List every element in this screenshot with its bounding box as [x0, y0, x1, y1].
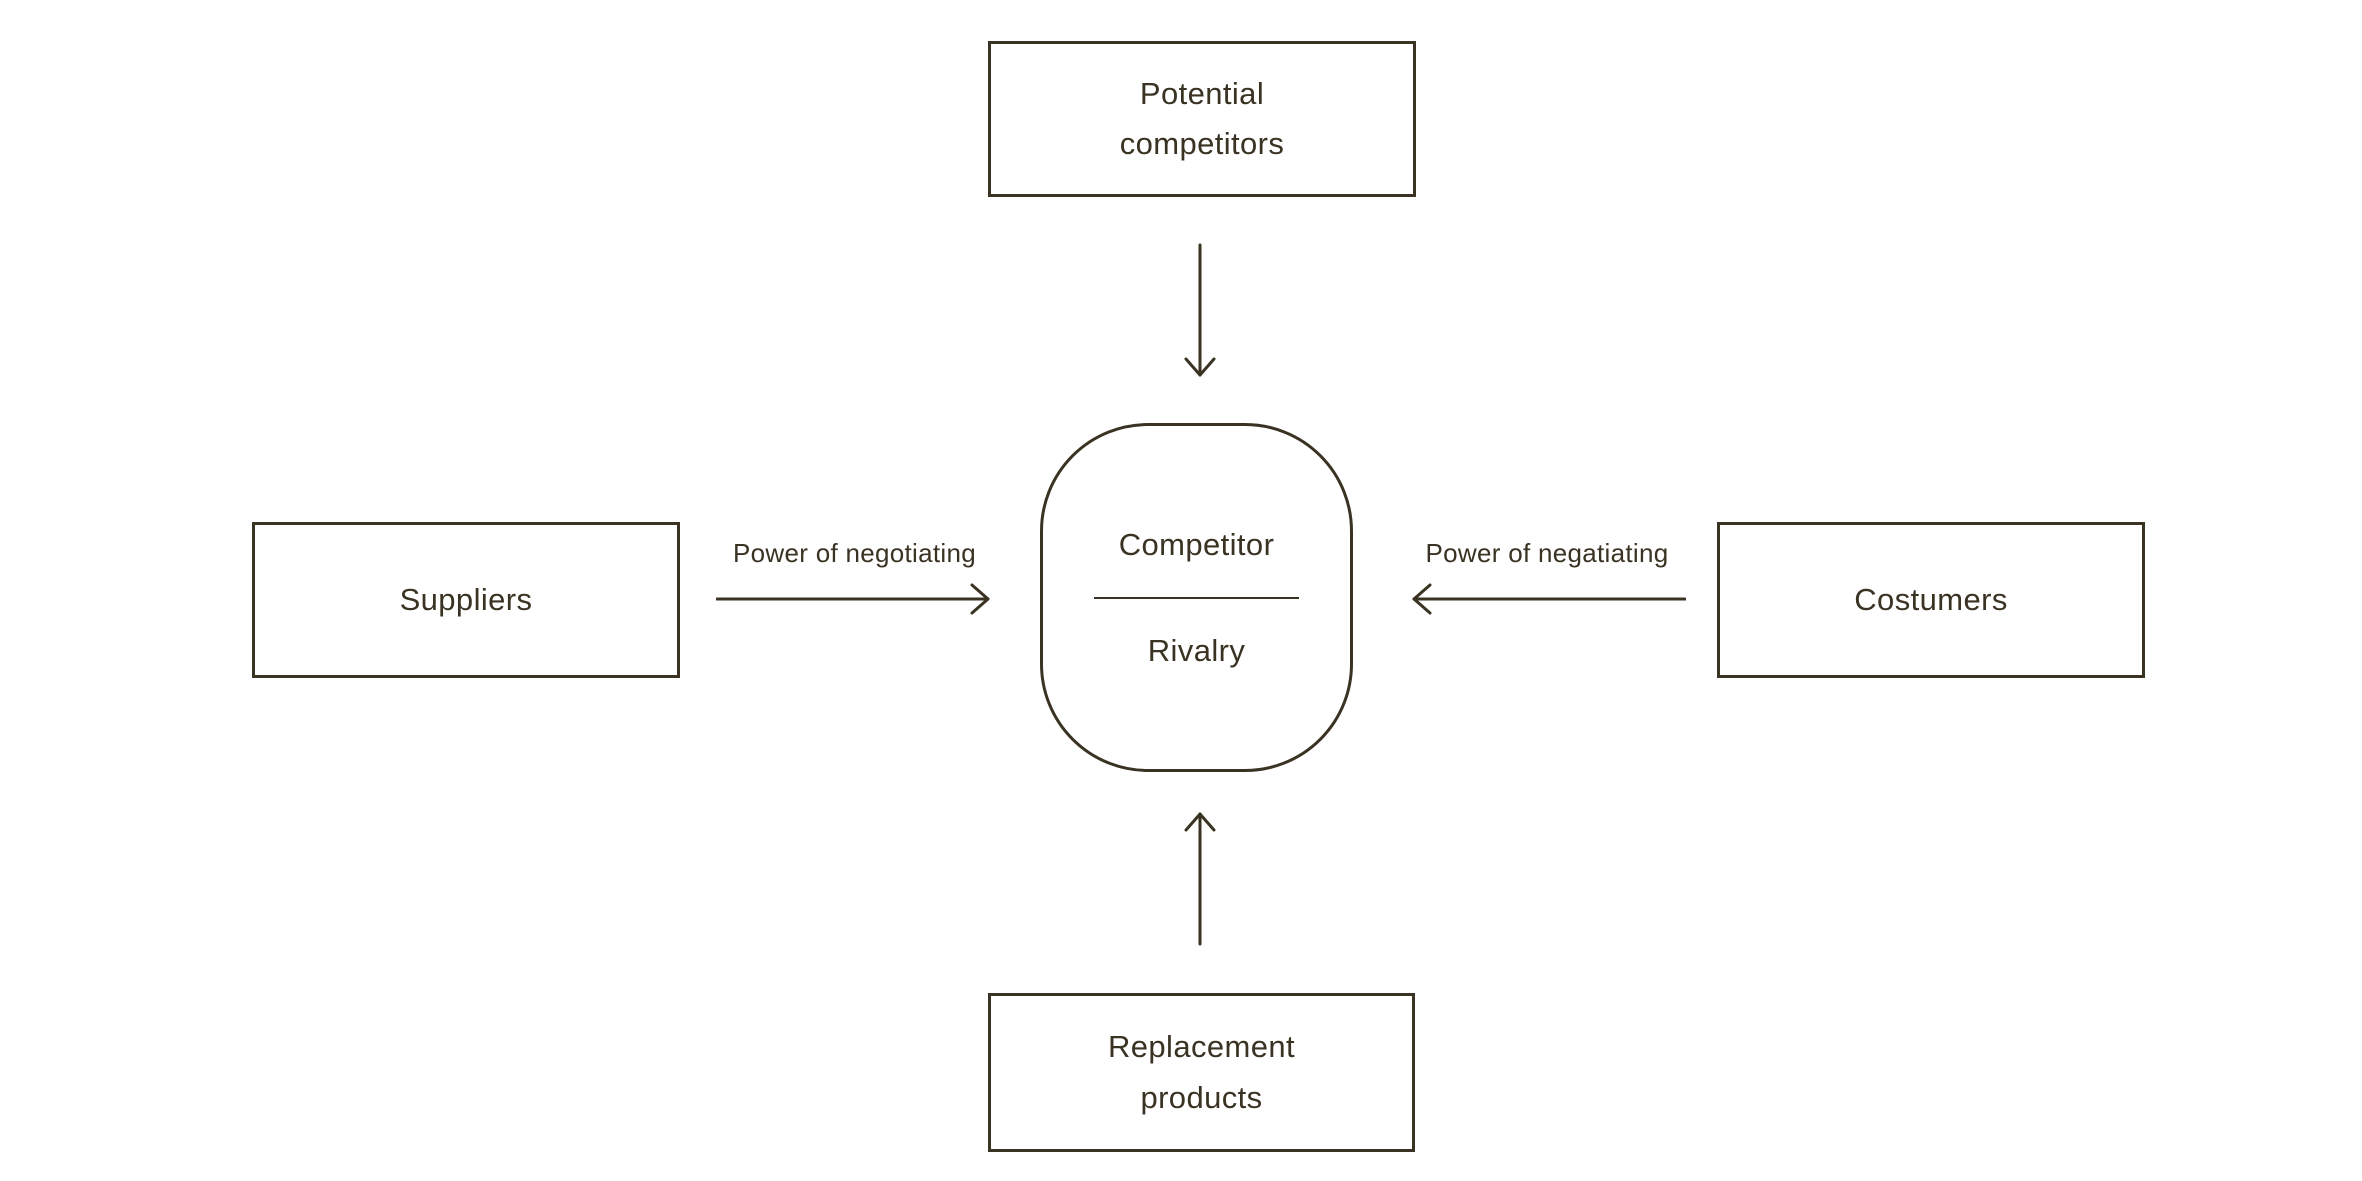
- center-title: Competitor: [1118, 527, 1275, 563]
- node-replacement-products-label: Replacement products: [1107, 1029, 1296, 1115]
- divider-line: [1094, 596, 1299, 599]
- node-potential-competitors: Potential competitors: [988, 41, 1416, 197]
- node-suppliers: Suppliers: [252, 522, 680, 678]
- center-subtitle: Rivalry: [1147, 632, 1246, 668]
- arrow-right-icon: [716, 583, 990, 615]
- edge-label-power-of-negotiating: Power of negotiating: [732, 538, 977, 568]
- arrow-down-icon: [1184, 243, 1216, 377]
- edge-label-power-of-negatiating: Power of negatiating: [1425, 538, 1669, 568]
- arrow-up-icon: [1184, 812, 1216, 946]
- arrow-left-icon: [1412, 583, 1686, 615]
- node-suppliers-label: Suppliers: [399, 581, 533, 617]
- node-costumers: Costumers: [1717, 522, 2145, 678]
- node-costumers-label: Costumers: [1854, 581, 2008, 617]
- node-potential-competitors-label: Potential competitors: [1119, 75, 1285, 161]
- node-replacement-products: Replacement products: [988, 993, 1415, 1152]
- node-competitor-rivalry: Competitor Rivalry: [1040, 423, 1353, 772]
